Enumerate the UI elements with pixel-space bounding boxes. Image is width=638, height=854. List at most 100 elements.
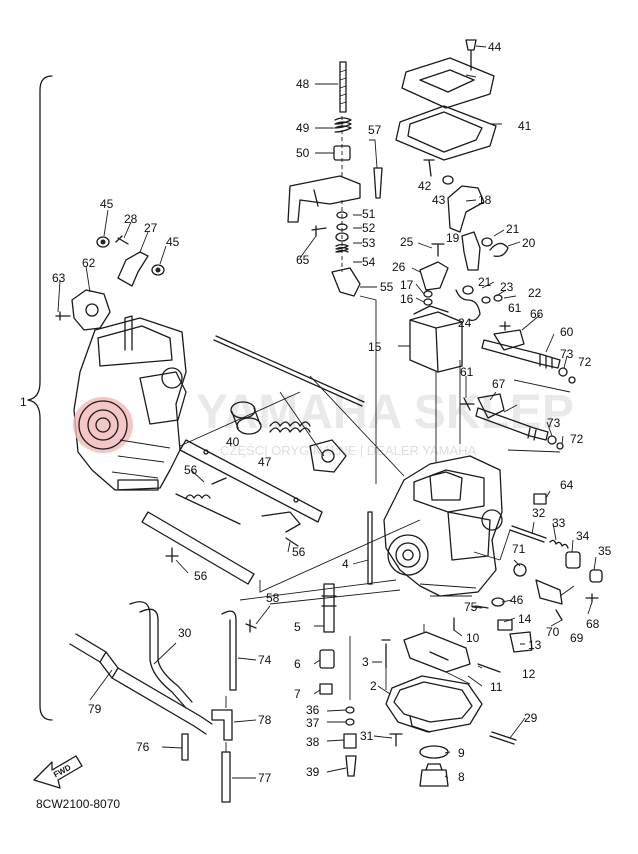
part-41-gasket (395, 105, 497, 161)
diagram-code: 8CW2100-8070 (36, 797, 120, 811)
part-63-screw (55, 311, 71, 321)
part-14-seat (497, 619, 513, 631)
callout-38: 38 (306, 735, 320, 749)
callout-23: 23 (500, 280, 514, 294)
part-58-clamp (245, 619, 257, 633)
part-12-pin (477, 663, 501, 673)
part-70-needle (555, 609, 563, 621)
assembly-bracket (27, 75, 53, 721)
callout-45a: 45 (100, 197, 114, 211)
callout-64: 64 (560, 478, 574, 492)
part-28-screw (115, 235, 129, 245)
callout-40: 40 (226, 435, 240, 449)
callout-5: 5 (294, 620, 301, 634)
callout-3: 3 (362, 655, 369, 669)
part-69-valve (535, 579, 563, 605)
part-56-screws (165, 477, 299, 563)
part-60-plunger (481, 339, 561, 369)
callout-41: 41 (518, 119, 532, 133)
callout-51: 51 (362, 207, 376, 221)
forward-arrow-icon: FWD (33, 755, 83, 789)
part-3-needle (381, 639, 391, 669)
part-4-rod (367, 511, 373, 585)
part-26-bracket (419, 261, 449, 291)
part-7-main-jet (319, 683, 333, 695)
part-40-sleeve (230, 401, 262, 435)
callout-28: 28 (124, 212, 138, 226)
callout-52: 52 (362, 221, 376, 235)
callout-12: 12 (522, 667, 536, 681)
part-68-screw (585, 593, 599, 603)
callout-69: 69 (570, 631, 584, 645)
part-76-clip (181, 733, 189, 761)
callout-72a: 72 (578, 355, 592, 369)
part-59-plunger (475, 407, 549, 441)
left-carburetor-body (73, 315, 187, 491)
part-73a-ring (558, 367, 568, 377)
part-18-lever (447, 185, 485, 233)
parts-16-17-washers (423, 290, 433, 306)
callout-74: 74 (258, 653, 272, 667)
part-77-hose (221, 751, 231, 803)
callout-61b: 61 (460, 365, 474, 379)
callout-21b: 21 (478, 275, 492, 289)
callout-58: 58 (266, 591, 280, 605)
part-45b-washer (151, 264, 165, 276)
callout-70: 70 (546, 625, 560, 639)
parts-22-23-washers (481, 294, 503, 304)
callout-71: 71 (512, 542, 526, 556)
part-78-tee (211, 709, 233, 741)
part-41-cover (401, 57, 495, 109)
callout-61a: 61 (508, 301, 522, 315)
callout-21a: 21 (506, 222, 520, 236)
callout-32: 32 (532, 506, 546, 520)
part-34-jet (565, 551, 581, 569)
part-79-hose (69, 633, 213, 735)
part-9-oring (419, 745, 449, 759)
part-24-spring (455, 289, 481, 322)
callout-55: 55 (380, 280, 394, 294)
callout-37: 37 (306, 716, 320, 730)
callout-15: 15 (368, 340, 382, 354)
callout-45b: 45 (166, 235, 180, 249)
callout-73b: 73 (547, 416, 561, 430)
callout-7: 7 (294, 687, 301, 701)
part-49-spring (334, 117, 352, 133)
callout-18: 18 (478, 193, 492, 207)
throttle-pulley (309, 439, 347, 473)
callout-54: 54 (362, 255, 376, 269)
part-43-washer (442, 175, 454, 185)
guide-lines (179, 116, 571, 752)
part-32-screw (509, 525, 547, 543)
parts-36-37-washers (345, 706, 355, 726)
callout-63: 63 (52, 271, 66, 285)
link-bar-upper (179, 439, 323, 523)
callout-2: 2 (370, 679, 377, 693)
callout-labels: 1 2 3 4 5 6 7 8 9 10 11 12 13 14 15 16 1… (20, 40, 612, 785)
part-57-screw (373, 167, 383, 199)
part-27-lever (117, 251, 149, 287)
part-8-plug (419, 763, 449, 787)
part-11-float (403, 631, 471, 673)
callout-73a: 73 (560, 347, 574, 361)
callout-49: 49 (296, 121, 310, 135)
watermark-tagline: CZĘŚCI ORYGINALNE | DEALER YAMAHA (220, 443, 477, 458)
part-64-plug (533, 493, 547, 505)
callout-26: 26 (392, 260, 406, 274)
callout-22: 22 (528, 286, 542, 300)
part-5-needle-jet (321, 583, 337, 633)
part-25-screw (431, 243, 445, 257)
part-2-float-bowl (385, 675, 483, 733)
callout-62: 62 (82, 256, 96, 270)
callout-48: 48 (296, 77, 310, 91)
callout-46: 46 (510, 593, 524, 607)
part-35-cap (589, 569, 603, 583)
callout-6: 6 (294, 657, 301, 671)
callout-44: 44 (488, 40, 502, 54)
part-42-screw (423, 159, 435, 177)
callout-27: 27 (144, 221, 158, 235)
callout-25: 25 (400, 235, 414, 249)
part-31-screw (389, 733, 403, 747)
callout-79: 79 (88, 702, 102, 716)
part-55-holder (331, 267, 361, 297)
